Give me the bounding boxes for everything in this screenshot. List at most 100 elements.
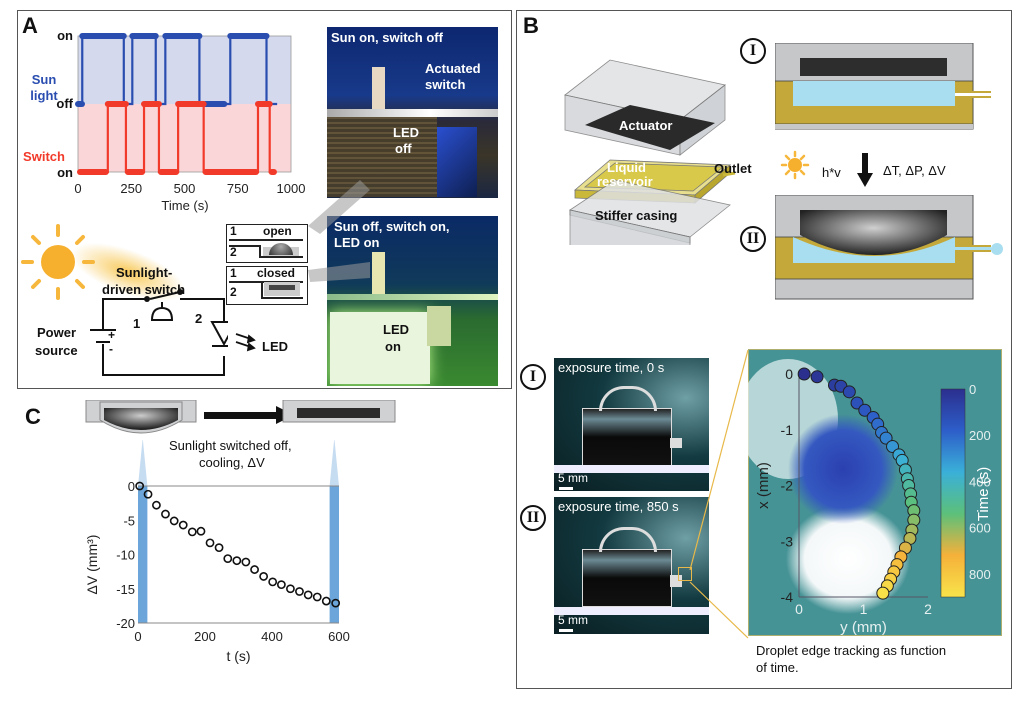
switch-trace [77,101,277,175]
data-point [312,592,322,602]
state-i-marker: I [740,38,766,64]
tracking-caption-2: of time. [756,660,799,675]
highlight-band [329,486,339,623]
x-tick-label: 1000 [277,181,306,196]
colorbar-tick-label: 600 [969,521,991,536]
state-closed-box: 1 closed 2 [226,266,308,305]
x-axis-label: y (mm) [840,619,887,636]
sun-label-2: light [30,88,58,103]
liquid-reservoir-label: Liquid [607,160,646,175]
minus-sign: - [109,342,113,356]
tracking-caption: Droplet edge tracking as function [756,643,947,658]
y-tick-label: -15 [116,582,135,597]
data-point [135,481,145,491]
data-point [169,516,179,526]
actuated-switch-label: Actuated [425,61,481,76]
data-point [152,500,161,510]
y-tick-label: -10 [116,548,135,563]
data-point [143,489,153,499]
open-actuator-dome [269,243,293,255]
liquid-reservoir-label-2: reservoir [597,174,653,189]
outlet-droplet [991,243,1003,255]
callout-beams [308,180,370,282]
node-2-label: 2 [195,311,203,326]
data-point [205,538,215,548]
panel-c-letter: C [25,404,41,429]
x-tick-label: 500 [174,181,196,196]
data-point [303,590,313,600]
highlight-beam [329,440,339,486]
photo-sun-off: Sun off, switch on, LED on LED on [327,216,498,386]
data-point [161,509,170,519]
tracking-points [797,367,921,600]
sun-label: Sun [32,72,57,87]
zoom-region-box [678,567,692,581]
data-point [250,565,259,574]
x-axis-label: Time (s) [161,198,208,213]
sunlight-switch-label: Sunlight- [116,265,173,280]
closed-label: closed [257,266,296,280]
tracking-point [797,367,811,381]
y-label-on-bottom: on [57,165,73,180]
tracking-point [876,586,890,600]
colorbar-tick-label: 0 [969,382,976,397]
cross-section-state-i [775,43,991,130]
sun-band [78,36,291,104]
colorbar-tick-label: 400 [969,474,991,489]
outlet-label: Outlet [714,161,752,176]
data-point [214,543,224,553]
sunlight-switch-label-2: driven switch [102,282,186,297]
y-tick-label: 0 [128,479,135,494]
power-source-label: Power [37,325,77,340]
colorbar-tick-label: 800 [969,567,991,582]
switch-band [78,104,291,172]
zoom-callout-lines [689,350,749,639]
led-off-label-2: off [395,141,412,156]
actuated-switch-label-2: switch [425,77,466,92]
data-point [276,580,286,590]
x-tick-labels: 0 250 500 750 1000 [74,181,305,196]
exposure-850-label: exposure time, 850 s [558,499,679,514]
photo-bottom-title-2: LED on [334,235,380,250]
photo-exposure-850: exposure time, 850 s 5 mm [554,497,709,634]
y-tick-label: -1 [781,422,794,438]
led-on-label-2: on [385,339,401,354]
x-tick-label: 0 [74,181,81,196]
sun-icon [21,224,95,300]
tracking-point [810,370,824,384]
down-arrow-icon [857,153,873,187]
y-tick-label: -4 [781,589,794,605]
node-1-label: 1 [133,316,141,331]
led-label: LED [262,339,288,354]
y-label-on-top: on [57,28,73,43]
x-tick-label: 250 [120,181,142,196]
open-node-1: 1 [230,224,237,238]
plus-sign: + [108,328,116,342]
y-tick-label: -5 [123,513,135,528]
scale-bar-2 [559,629,573,632]
closed-node-1: 1 [230,266,237,280]
led-on-label: LED [383,322,409,337]
colorbar-tick-label: 200 [969,428,991,443]
tracking-point [842,385,856,399]
photo-state-ii-marker: II [520,505,546,531]
y-axis-label: x (mm) [755,462,772,509]
led-emission-arrows [235,333,256,352]
x-tick-label: 400 [261,629,283,644]
data-point [331,598,341,608]
data-point [196,526,206,536]
data-point [232,556,242,566]
colorbar [940,388,966,598]
colorbar-label: Time (s) [975,467,992,521]
x-tick-label: 600 [328,629,350,644]
x-tick-label: 750 [227,181,249,196]
photo-bottom-title: Sun off, switch on, [334,219,450,234]
closed-actuator-flat [269,285,295,290]
actuator-label: Actuator [619,118,673,133]
y-tick-label: -3 [781,533,794,549]
cooling-caption: Sunlight switched off, [169,438,292,453]
scale-bar-label: 5 mm [558,471,588,485]
cross-section-state-ii [775,195,1003,300]
